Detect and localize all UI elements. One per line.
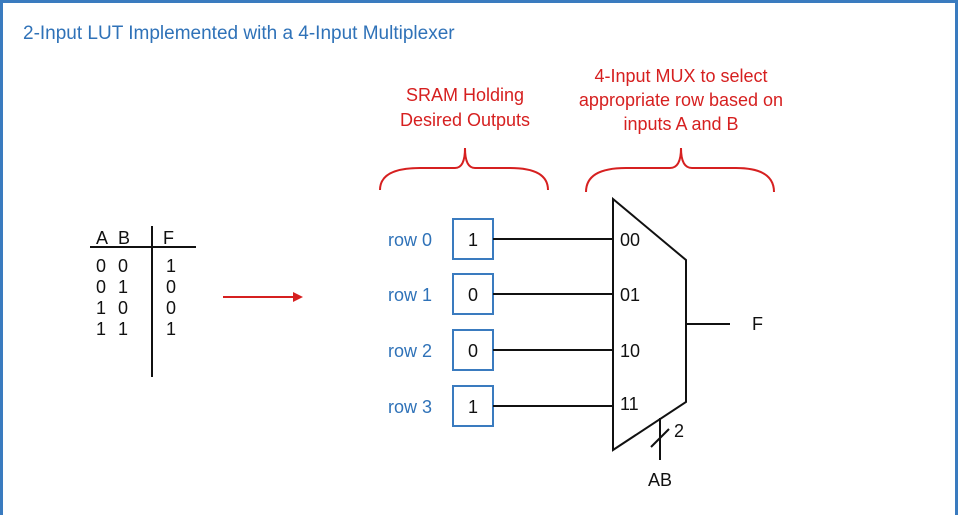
row-label: row 0 <box>388 230 432 250</box>
truth-table-cell: 1 <box>118 277 128 297</box>
mux-label-line-2: appropriate row based on <box>579 90 783 110</box>
truth-table-cell: 0 <box>96 256 106 276</box>
sram-cell-value: 1 <box>468 230 478 250</box>
sram-label-line-1: SRAM Holding <box>406 85 524 105</box>
multiplexer <box>612 196 687 452</box>
sram-brace-icon <box>379 147 549 191</box>
row-label: row 3 <box>388 397 432 417</box>
sram-label-line-2: Desired Outputs <box>400 110 530 130</box>
mux-annotation: 4-Input MUX to select appropriate row ba… <box>579 66 783 193</box>
row-label: row 2 <box>388 341 432 361</box>
sram-annotation: SRAM Holding Desired Outputs <box>379 85 549 191</box>
sram-cell <box>452 218 494 260</box>
sram-cell <box>452 385 494 427</box>
mux-input-label: 10 <box>620 341 640 361</box>
truth-table-cell: 0 <box>166 298 176 318</box>
sram-cell-value: 1 <box>468 397 478 417</box>
truth-table-cell: 1 <box>118 319 128 339</box>
truth-table-cell: 1 <box>166 256 176 276</box>
mux-input-wires <box>493 238 613 407</box>
row-label: row 1 <box>388 285 432 305</box>
truth-table-cell: 0 <box>118 298 128 318</box>
select-width-label: 2 <box>674 421 684 441</box>
truth-table-header-a: A <box>96 228 108 248</box>
right-arrow-icon <box>223 292 303 302</box>
diagram-title: 2-Input LUT Implemented with a 4-Input M… <box>23 23 455 44</box>
truth-table-cell: 1 <box>96 319 106 339</box>
mux-input-label: 01 <box>620 285 640 305</box>
truth-table-cell: 1 <box>166 319 176 339</box>
truth-table-header-f: F <box>163 228 174 248</box>
truth-table-cell: 0 <box>118 256 128 276</box>
bus-slash-icon <box>650 428 670 448</box>
mux-label-line-1: 4-Input MUX to select <box>594 66 767 86</box>
truth-table: A B F 0 0 1 0 1 0 1 0 0 1 1 1 <box>90 226 196 377</box>
sram-cell-value: 0 <box>468 285 478 305</box>
mux-brace-icon <box>585 147 775 193</box>
truth-table-cell: 0 <box>166 277 176 297</box>
truth-table-cell: 1 <box>96 298 106 318</box>
mux-label-line-3: inputs A and B <box>623 114 738 134</box>
sram-cells: 1 0 0 1 <box>452 218 494 427</box>
truth-table-header-b: B <box>118 228 130 248</box>
select-label: AB <box>648 470 672 490</box>
output-label: F <box>752 314 763 334</box>
sram-cell-value: 0 <box>468 341 478 361</box>
sram-cell <box>452 329 494 371</box>
mux-input-label: 11 <box>620 394 639 414</box>
truth-table-cell: 0 <box>96 277 106 297</box>
mux-input-label: 00 <box>620 230 640 250</box>
